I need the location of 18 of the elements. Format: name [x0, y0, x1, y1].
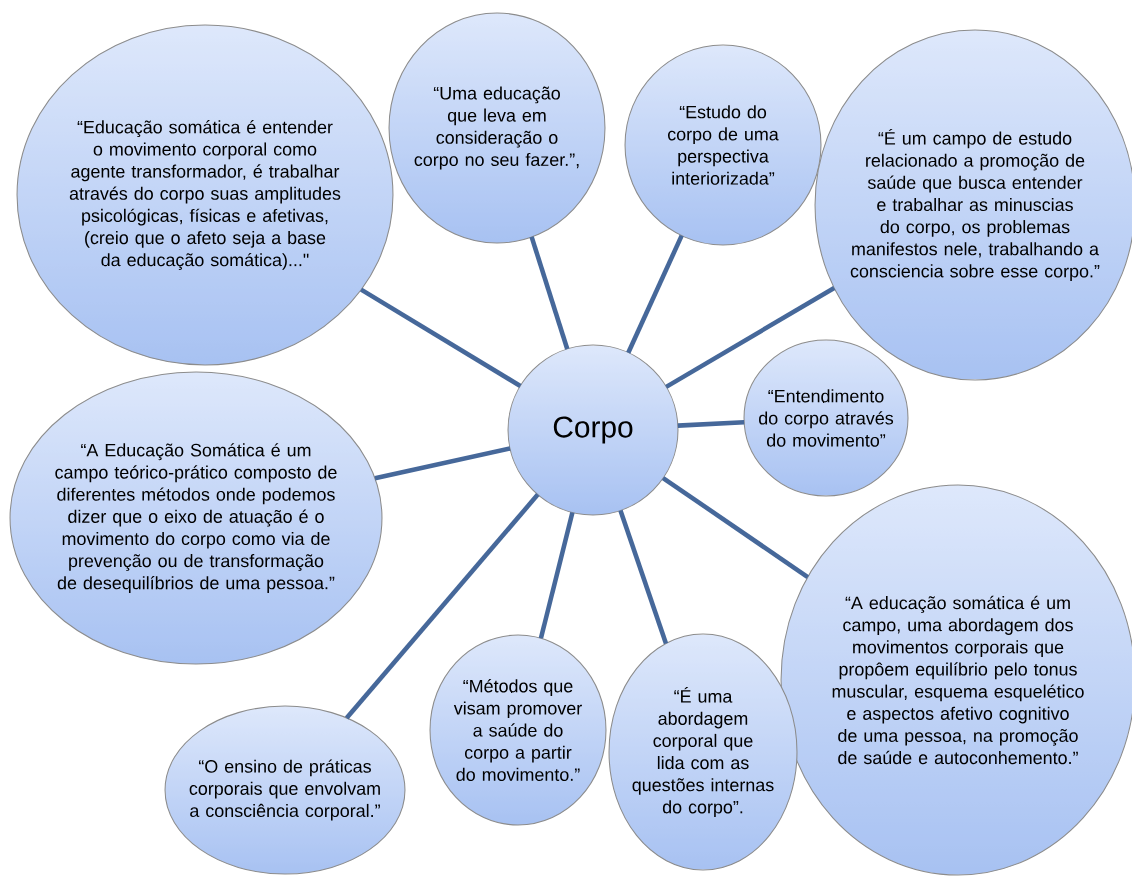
connector-line [626, 234, 684, 354]
connector-line [618, 509, 669, 645]
ellipse-node: “O ensino de práticas corporais que envolvam a consciência corporal.” [164, 705, 406, 875]
connector-line [665, 286, 836, 389]
ellipse-node: “Estudo do corpo de uma perspectiva interiorizada” [624, 44, 822, 246]
connector-line [538, 511, 575, 639]
connector-line [529, 236, 570, 350]
ellipse-node: Corpo [507, 344, 679, 516]
ellipse-node: “Métodos que visam promover a saúde do corpo a partir do movimento.” [429, 634, 607, 826]
connector-line [374, 446, 511, 481]
connector-line [360, 287, 522, 388]
ellipse-node: “Uma educação que leva em consideração o corpo no seu fazer.”, [388, 12, 606, 244]
ellipse-node: “É uma abordagem corporal que lida com as questões internas do corpo”. [608, 633, 798, 871]
connector-line [661, 476, 809, 579]
connector-line [344, 493, 540, 720]
ellipse-node: “A Educação Somática é um campo teórico-prático composto de diferentes métodos onde podemos dizer que o eixo de atuação é o movimento do corpo como via de prevenção ou de transformação de desequilíbrios de uma pessoa.” [9, 371, 383, 665]
ellipse-node: “Entendimento do corpo através do movimento” [743, 339, 909, 497]
connector-line [677, 419, 745, 428]
